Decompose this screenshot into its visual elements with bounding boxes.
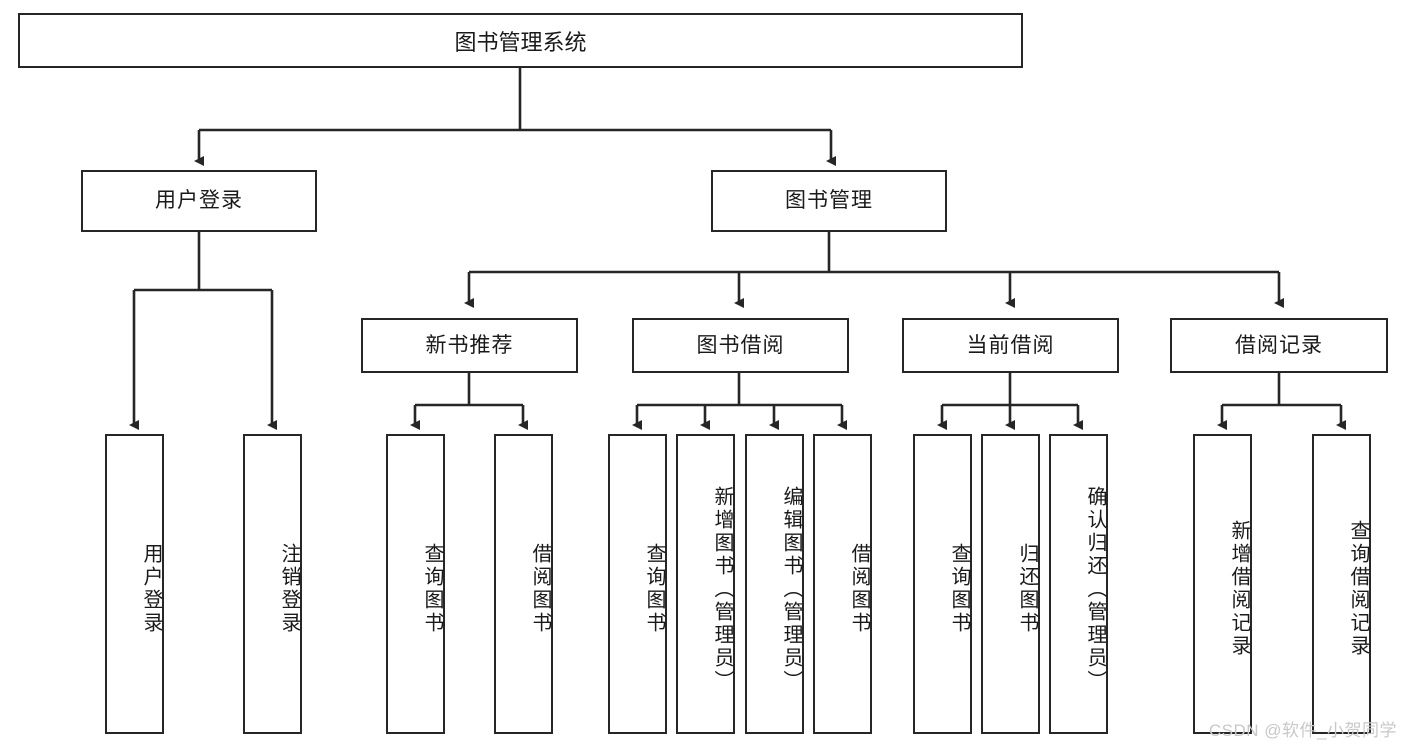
node-label: 查询借阅记录 xyxy=(1347,520,1369,658)
node-label: 借阅记录 xyxy=(1235,333,1323,357)
leaf-borrow-query-book[interactable]: 查询图书 xyxy=(608,434,667,734)
node-new-book-recommend[interactable]: 新书推荐 xyxy=(361,318,578,373)
watermark: CSDN @软件_小贺同学 xyxy=(1208,721,1397,740)
node-label: 确认归还（管理员） xyxy=(1084,485,1106,693)
leaf-record-add-record[interactable]: 新增借阅记录 xyxy=(1193,434,1252,734)
node-label: 当前借阅 xyxy=(966,333,1055,357)
node-label: 借阅图书 xyxy=(529,543,551,635)
node-current-borrow[interactable]: 当前借阅 xyxy=(902,318,1119,373)
node-label: 借阅图书 xyxy=(848,543,870,635)
leaf-borrow-add-book-admin[interactable]: 新增图书（管理员） xyxy=(676,434,735,734)
node-label: 编辑图书（管理员） xyxy=(780,485,802,693)
node-label: 查询图书 xyxy=(948,543,970,635)
node-label: 归还图书 xyxy=(1016,543,1038,635)
leaf-recommend-borrow-book[interactable]: 借阅图书 xyxy=(494,434,553,734)
leaf-user-login-signout[interactable]: 注销登录 xyxy=(243,434,302,734)
node-label: 用户登录 xyxy=(140,543,162,635)
node-label: 查询图书 xyxy=(421,543,443,635)
leaf-borrow-borrow-book[interactable]: 借阅图书 xyxy=(813,434,872,734)
node-user-login[interactable]: 用户登录 xyxy=(81,170,317,232)
node-borrow-record[interactable]: 借阅记录 xyxy=(1170,318,1388,373)
leaf-current-confirm-return-admin[interactable]: 确认归还（管理员） xyxy=(1049,434,1108,734)
node-label: 新增图书（管理员） xyxy=(711,485,733,693)
leaf-record-query-record[interactable]: 查询借阅记录 xyxy=(1312,434,1371,734)
node-label: 注销登录 xyxy=(278,543,300,635)
leaf-borrow-edit-book-admin[interactable]: 编辑图书（管理员） xyxy=(745,434,804,734)
node-label: 图书管理 xyxy=(785,189,873,213)
node-label: 图书管理系统 xyxy=(454,29,587,55)
node-label: 用户登录 xyxy=(155,189,243,213)
node-label: 查询图书 xyxy=(643,543,665,635)
leaf-current-query-book[interactable]: 查询图书 xyxy=(913,434,972,734)
node-label: 新增借阅记录 xyxy=(1228,520,1250,658)
node-root-system[interactable]: 图书管理系统 xyxy=(18,13,1023,68)
node-book-borrow[interactable]: 图书借阅 xyxy=(632,318,849,373)
node-label: 新书推荐 xyxy=(425,333,514,357)
leaf-recommend-query-book[interactable]: 查询图书 xyxy=(386,434,445,734)
node-label: 图书借阅 xyxy=(696,333,785,357)
leaf-current-return-book[interactable]: 归还图书 xyxy=(981,434,1040,734)
leaf-user-login-signin[interactable]: 用户登录 xyxy=(105,434,164,734)
node-book-management[interactable]: 图书管理 xyxy=(711,170,947,232)
